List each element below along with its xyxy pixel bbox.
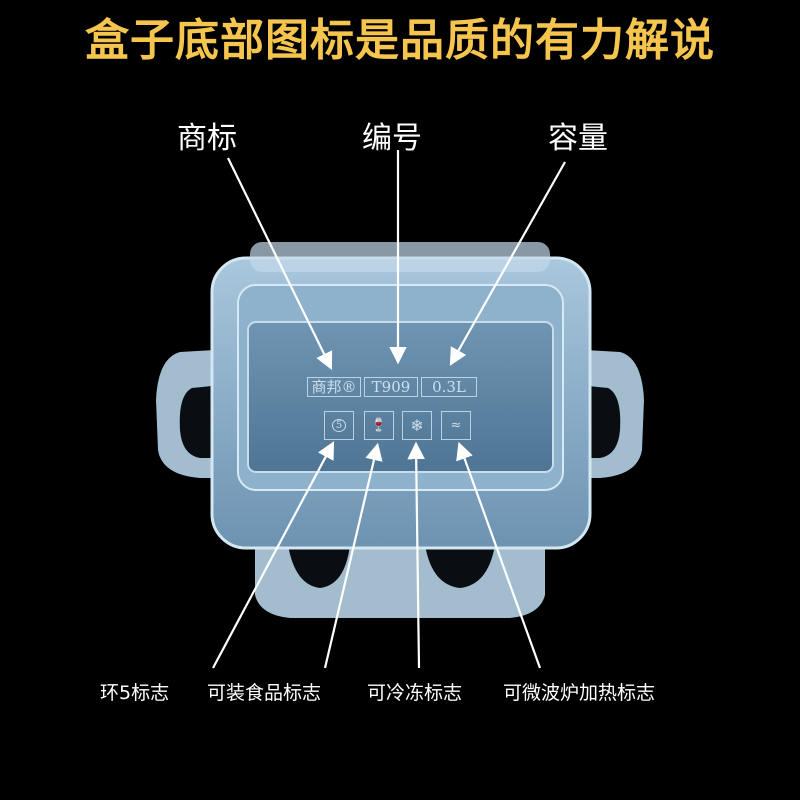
label-capacity: 容量 xyxy=(548,121,608,156)
model-mark: T909 xyxy=(364,377,418,397)
label-food-safe: 可装食品标志 xyxy=(207,682,322,704)
freezer-icon: ❄ xyxy=(402,411,432,440)
food-safe-icon: 🍷 xyxy=(364,411,394,440)
label-trademark: 商标 xyxy=(177,121,237,156)
recycle-5-icon: 5 xyxy=(324,411,354,440)
label-freezer-safe: 可冷冻标志 xyxy=(367,682,463,704)
capacity-mark: 0.3L xyxy=(421,377,477,397)
headline-title: 盒子底部图标是品质的有力解说 xyxy=(85,15,715,66)
label-recycle-5: 环5标志 xyxy=(100,682,170,704)
label-microwave-safe: 可微波炉加热标志 xyxy=(503,682,656,704)
label-model-number: 编号 xyxy=(362,121,422,156)
microwave-icon: ≈ xyxy=(441,411,471,440)
recycle-number: 5 xyxy=(331,419,347,432)
brand-mark: 商邦® xyxy=(307,377,361,397)
